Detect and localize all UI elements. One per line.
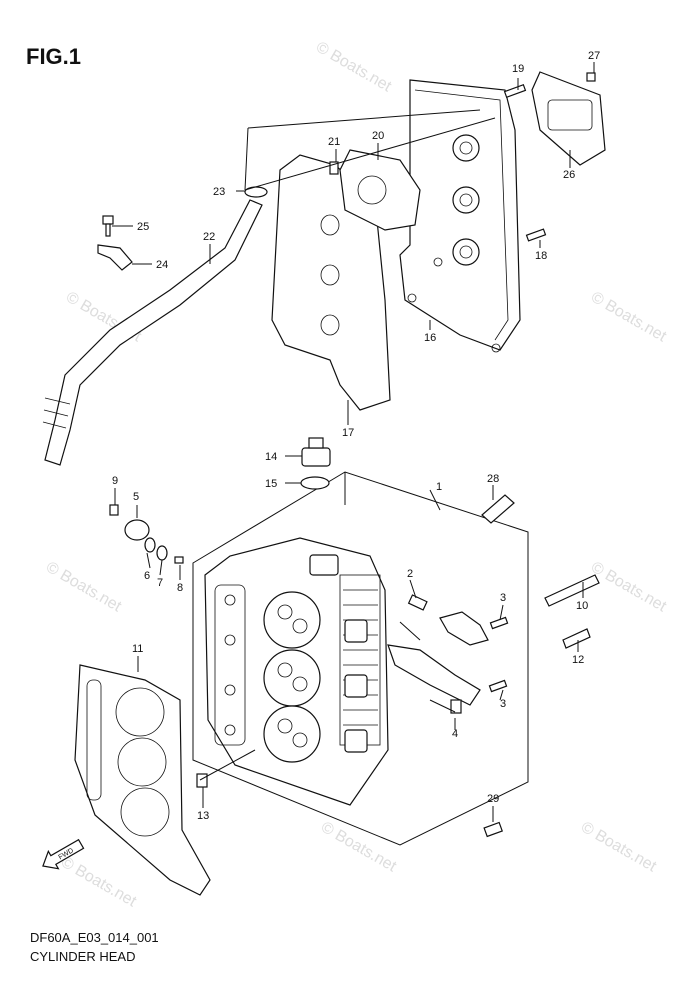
callout-6: 6	[144, 570, 150, 582]
o-ring-thermostat	[144, 537, 156, 553]
thermostat	[156, 545, 168, 561]
callout-7: 7	[157, 577, 163, 589]
head-cover-gasket	[271, 154, 391, 411]
oil-filler-plug	[301, 437, 331, 467]
watermark: © Boats.net	[58, 854, 140, 911]
breather-cover	[531, 71, 606, 166]
callout-21: 21	[328, 136, 340, 148]
watermark: © Boats.net	[588, 289, 670, 346]
callout-3: 3	[500, 592, 506, 604]
o-ring-filler	[300, 476, 330, 490]
callout-2: 2	[407, 568, 413, 580]
watermark: © Boats.net	[313, 39, 395, 96]
callout-28: 28	[487, 473, 499, 485]
callout-1: 1	[436, 481, 442, 493]
callout-24: 24	[156, 259, 168, 271]
callout-8: 8	[177, 582, 183, 594]
holder-pin	[450, 699, 462, 714]
callout-10: 10	[576, 600, 588, 612]
cover-bolt-19	[503, 83, 527, 99]
callout-18: 18	[535, 250, 547, 262]
head-bolt-long	[544, 574, 600, 607]
cylinder-head-gasket	[74, 664, 211, 896]
cylinder-head	[204, 537, 389, 806]
callout-25: 25	[137, 221, 149, 233]
callout-22: 22	[203, 231, 215, 243]
callout-26: 26	[563, 169, 575, 181]
callout-14: 14	[265, 451, 277, 463]
callout-13: 13	[197, 810, 209, 822]
watermark: © Boats.net	[588, 559, 670, 616]
callout-20: 20	[372, 130, 384, 142]
callout-15: 15	[265, 478, 277, 490]
callout-3: 3	[500, 698, 506, 710]
hose-clip	[244, 186, 268, 198]
callout-29: 29	[487, 793, 499, 805]
callout-12: 12	[572, 654, 584, 666]
dowel-pin-lower	[196, 773, 208, 788]
cover-plate	[339, 149, 421, 231]
callout-11: 11	[132, 643, 143, 655]
callout-16: 16	[424, 332, 436, 344]
thermostat-cover	[109, 504, 150, 541]
breather-hose	[44, 199, 263, 466]
callout-19: 19	[512, 63, 524, 75]
cylinder-head-cover	[399, 79, 521, 353]
cover-screw-27	[586, 72, 596, 82]
plate-bolt-21	[329, 161, 339, 175]
figure-title: FIG.1	[26, 44, 82, 69]
callout-17: 17	[342, 427, 354, 439]
diagram-caption: CYLINDER HEAD	[30, 949, 136, 964]
watermark: © Boats.net	[318, 819, 400, 876]
callout-9: 9	[112, 475, 118, 487]
diagram-code: DF60A_E03_014_001	[30, 930, 159, 945]
callout-5: 5	[133, 491, 139, 503]
hose-clamp	[97, 244, 133, 271]
camshaft-holder-lower	[387, 644, 481, 706]
head-bolt-short	[562, 628, 591, 649]
dowel-pin	[407, 594, 428, 611]
watermark: © Boats.net	[578, 819, 660, 876]
pin	[483, 821, 503, 838]
thermostat-bolt	[174, 556, 184, 564]
holder-bolt-lower	[488, 679, 508, 693]
holder-bolt-upper	[489, 616, 509, 630]
callout-4: 4	[452, 728, 458, 740]
callout-23: 23	[213, 186, 225, 198]
leader-lines	[112, 62, 595, 822]
camshaft-holder	[439, 611, 489, 646]
clamp-bolt	[102, 215, 114, 237]
spark-plug	[481, 494, 515, 524]
callout-27: 27	[588, 50, 600, 62]
callouts: 1 2 3 3 4 5 6 7 8 9 10 11 12 13 14 15 16…	[112, 50, 600, 822]
watermark: © Boats.net	[43, 559, 125, 616]
cover-bolt-18	[525, 228, 547, 242]
